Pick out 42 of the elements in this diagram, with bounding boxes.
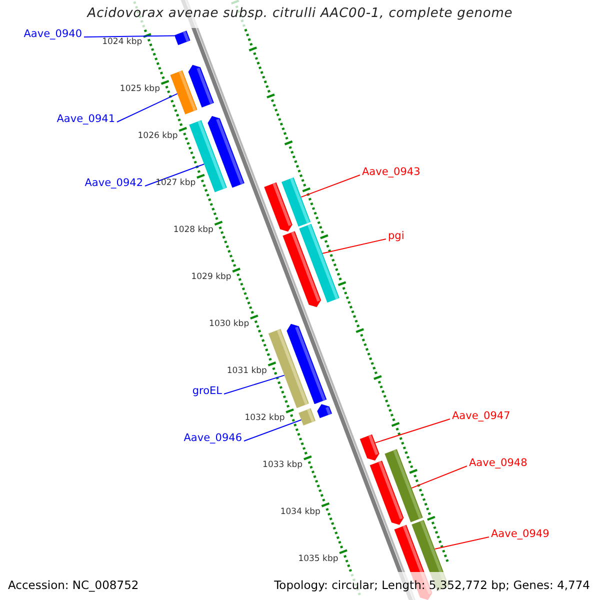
gene-feature-pointed — [264, 182, 292, 232]
scale-label: 1035 kbp — [298, 554, 338, 564]
gene-label: Aave_0947 — [452, 410, 510, 422]
gene-feature-pointed — [282, 231, 322, 308]
gene-feature-pointed — [360, 434, 380, 461]
gene-feature-pointed — [208, 116, 244, 188]
leader-line — [322, 238, 386, 254]
leader-line — [411, 466, 468, 489]
scale-label: 1026 kbp — [138, 132, 178, 141]
leader-line — [244, 419, 302, 442]
gene-label: Aave_0949 — [491, 528, 550, 540]
gene-feature-pointed — [317, 404, 332, 418]
gene-label: pgi — [388, 230, 404, 242]
accession-text: Accession: NC_008752 — [8, 577, 139, 594]
scale-label: 1031 kbp — [226, 366, 267, 376]
gene-label: Aave_0940 — [24, 28, 82, 40]
leader-line — [434, 536, 490, 550]
gene-label: groEL — [192, 386, 222, 396]
scale-label: 1028 kbp — [173, 226, 214, 235]
leader-line — [144, 164, 205, 186]
scale-label: 1034 kbp — [280, 508, 320, 516]
gene-feature-pointed — [188, 64, 214, 108]
gene-label: Aave_0943 — [362, 166, 420, 178]
gene-label: Aave_0942 — [84, 178, 143, 188]
gene-label: Aave_0948 — [469, 458, 528, 468]
genome-stats-text: Topology: circular; Length: 5,352,772 bp; Genes: 4,774 — [274, 577, 590, 594]
scale-label: 1030 kbp — [209, 320, 250, 328]
scale-label: 1032 kbp — [244, 414, 285, 422]
scale-label: 1033 kbp — [262, 460, 303, 470]
gene-label: Aave_0946 — [184, 432, 242, 444]
gene-feature — [174, 30, 190, 46]
gene-feature-pointed — [370, 460, 404, 525]
scale-label: 1029 kbp — [191, 273, 232, 282]
scale-label: 1024 kbp — [102, 38, 142, 47]
leader-line — [116, 93, 178, 122]
scale-label: 1025 kbp — [120, 85, 160, 94]
gene-label: Aave_0941 — [56, 114, 115, 124]
scale-label: 1027 kbp — [156, 179, 196, 188]
leader-line — [374, 418, 450, 444]
gene-feature-pointed — [286, 324, 327, 404]
leader-line — [84, 35, 176, 38]
gene-feature — [298, 408, 316, 426]
